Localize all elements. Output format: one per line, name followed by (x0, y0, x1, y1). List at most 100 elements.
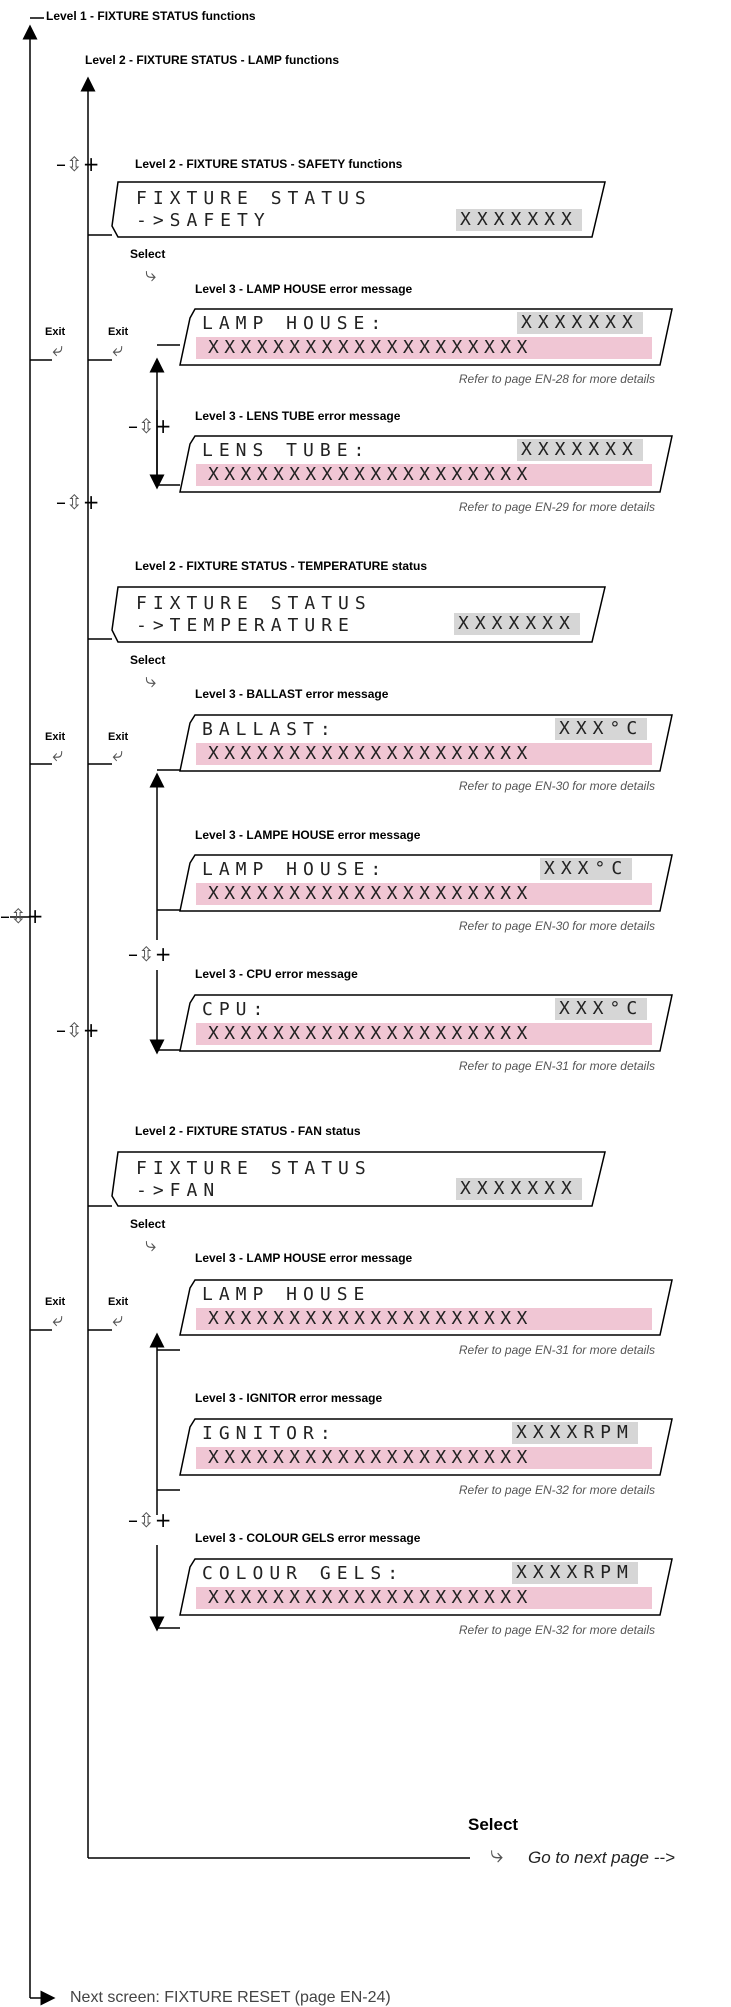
lcd-line2: ->FAN (136, 1180, 221, 1201)
up-down-icon: ⇳ (138, 1508, 155, 1532)
up-down-icon: ⇳ (10, 904, 27, 928)
lcd-label: LAMP HOUSE (202, 1284, 371, 1305)
level2-lamp-title: Level 2 - FIXTURE STATUS - LAMP function… (85, 53, 340, 67)
temperature-select-label: Select (130, 653, 166, 667)
up-down-icon: ⇳ (138, 942, 155, 966)
level3-title: Level 3 - BALLAST error message (195, 687, 389, 701)
up-down-icon: ⇳ (138, 414, 155, 438)
select-icon[interactable]: ⤷ (145, 262, 157, 286)
lcd-label: LAMP HOUSE: (202, 313, 388, 334)
level3-plus-minus-control[interactable]: –⇳+ (128, 942, 172, 966)
reference-note: Refer to page EN-32 for more details (458, 1623, 655, 1637)
safety-title: Level 2 - FIXTURE STATUS - SAFETY functi… (135, 157, 403, 171)
level3-plus-minus-control[interactable]: –⇳+ (128, 1508, 172, 1532)
level3-lcd: LAMP HOUSE XXXXXXXXXXXXXXXXXXXX (190, 1282, 660, 1334)
lcd-value: XXXXXXX (456, 209, 582, 231)
level2-plus-minus-control[interactable]: –⇳+ (56, 152, 100, 176)
level3-title: Level 3 - IGNITOR error message (195, 1391, 383, 1405)
temperature-title: Level 2 - FIXTURE STATUS - TEMPERATURE s… (135, 559, 428, 573)
level3-lcd: COLOUR GELS: XXXXRPM XXXXXXXXXXXXXXXXXXX… (190, 1561, 660, 1613)
temperature-lcd: FIXTURE STATUS ->TEMPERATURE XXXXXXX (118, 589, 598, 639)
lcd-line2: ->TEMPERATURE (136, 615, 355, 636)
select-icon[interactable]: ⤷ (145, 1232, 157, 1256)
lcd-value: XXXXRPM (512, 1562, 638, 1584)
level1-plus-minus-control[interactable]: –⇳+ (0, 904, 44, 928)
lcd-label: IGNITOR: (202, 1423, 337, 1444)
lcd-message: XXXXXXXXXXXXXXXXXXXX (196, 1447, 652, 1469)
reference-note: Refer to page EN-30 for more details (458, 779, 655, 793)
level2-plus-minus-control[interactable]: –⇳+ (56, 1018, 100, 1042)
level1-exit-label: Exit (45, 326, 66, 338)
level3-lcd: LAMP HOUSE: XXXXXXX XXXXXXXXXXXXXXXXXXXX (190, 311, 660, 363)
exit-icon[interactable]: ⤶ (112, 742, 124, 766)
lcd-line1: FIXTURE STATUS (136, 593, 372, 614)
level2-plus-minus-control[interactable]: –⇳+ (56, 490, 100, 514)
select-icon[interactable]: ⤷ (145, 668, 157, 692)
up-down-icon: ⇳ (66, 490, 83, 514)
level3-lcd: CPU: XXX°C XXXXXXXXXXXXXXXXXXXX (190, 997, 660, 1049)
level3-title: Level 3 - LAMP HOUSE error message (195, 1251, 413, 1265)
level2-exit-label: Exit (108, 1296, 129, 1308)
lcd-line1: FIXTURE STATUS (136, 188, 372, 209)
lcd-value: XXXXRPM (512, 1422, 638, 1444)
lcd-message: XXXXXXXXXXXXXXXXXXXX (196, 1308, 652, 1330)
reference-note: Refer to page EN-31 for more details (458, 1343, 655, 1357)
level3-lcd: IGNITOR: XXXXRPM XXXXXXXXXXXXXXXXXXXX (190, 1421, 660, 1473)
select-icon[interactable]: ⤷ (490, 1840, 504, 1868)
lcd-message: XXXXXXXXXXXXXXXXXXXX (196, 1587, 652, 1609)
level3-title: Level 3 - COLOUR GELS error message (195, 1531, 421, 1545)
fan-title: Level 2 - FIXTURE STATUS - FAN status (135, 1124, 361, 1138)
lcd-label: COLOUR GELS: (202, 1563, 405, 1584)
reference-note: Refer to page EN-28 for more details (458, 372, 655, 386)
lcd-message: XXXXXXXXXXXXXXXXXXXX (196, 743, 652, 765)
level3-plus-minus-control[interactable]: –⇳+ (128, 414, 172, 438)
lcd-label: LAMP HOUSE: (202, 859, 388, 880)
next-page-link[interactable]: Go to next page --> (528, 1848, 675, 1867)
level3-lcd: LAMP HOUSE: XXX°C XXXXXXXXXXXXXXXXXXXX (190, 857, 660, 909)
level2-exit-label: Exit (108, 731, 129, 743)
level3-title: Level 3 - LAMP HOUSE error message (195, 282, 413, 296)
lcd-label: CPU: (202, 999, 270, 1020)
footer-select-label: Select (468, 1815, 519, 1834)
level3-title: Level 3 - LENS TUBE error message (195, 409, 401, 423)
level3-lcd: LENS TUBE: XXXXXXX XXXXXXXXXXXXXXXXXXXX (190, 438, 660, 490)
level3-lcd: BALLAST: XXX°C XXXXXXXXXXXXXXXXXXXX (190, 717, 660, 769)
level3-title: Level 3 - CPU error message (195, 967, 358, 981)
up-down-icon: ⇳ (66, 152, 83, 176)
level1-exit-label: Exit (45, 731, 66, 743)
lcd-line2: ->SAFETY (136, 210, 271, 231)
fan-lcd: FIXTURE STATUS ->FAN XXXXXXX (118, 1154, 598, 1204)
lcd-label: LENS TUBE: (202, 440, 371, 461)
lcd-line1: FIXTURE STATUS (136, 1158, 372, 1179)
lcd-message: XXXXXXXXXXXXXXXXXXXX (196, 464, 652, 486)
lcd-value: XXXXXXX (456, 1178, 582, 1200)
exit-icon[interactable]: ⤶ (52, 1307, 64, 1331)
fan-select-label: Select (130, 1217, 166, 1231)
lcd-value: XXX°C (555, 718, 648, 740)
level3-title: Level 3 - LAMPE HOUSE error message (195, 828, 421, 842)
exit-icon[interactable]: ⤶ (52, 742, 64, 766)
lcd-value: XXXXXXX (517, 439, 643, 461)
lcd-value: XXX°C (540, 858, 633, 880)
lcd-message: XXXXXXXXXXXXXXXXXXXX (196, 1023, 652, 1045)
exit-icon[interactable]: ⤶ (112, 1307, 124, 1331)
level2-exit-label: Exit (108, 326, 129, 338)
level1-exit-label: Exit (45, 1296, 66, 1308)
safety-select-label: Select (130, 247, 166, 261)
lcd-value: XXXXXXX (517, 312, 643, 334)
exit-icon[interactable]: ⤶ (52, 337, 64, 361)
safety-lcd: FIXTURE STATUS ->SAFETY XXXXXXX (118, 184, 598, 234)
reference-note: Refer to page EN-32 for more details (458, 1483, 655, 1497)
reference-note: Refer to page EN-31 for more details (458, 1059, 655, 1073)
lcd-value: XXX°C (555, 998, 648, 1020)
exit-icon[interactable]: ⤶ (112, 337, 124, 361)
next-screen-link[interactable]: Next screen: FIXTURE RESET (page EN-24) (70, 1989, 391, 2006)
reference-note: Refer to page EN-30 for more details (458, 919, 655, 933)
lcd-message: XXXXXXXXXXXXXXXXXXXX (196, 337, 652, 359)
level1-title: Level 1 - FIXTURE STATUS functions (46, 9, 256, 23)
reference-note: Refer to page EN-29 for more details (458, 500, 655, 514)
lcd-value: XXXXXXX (454, 613, 580, 635)
up-down-icon: ⇳ (66, 1018, 83, 1042)
lcd-message: XXXXXXXXXXXXXXXXXXXX (196, 883, 652, 905)
lcd-label: BALLAST: (202, 719, 337, 740)
